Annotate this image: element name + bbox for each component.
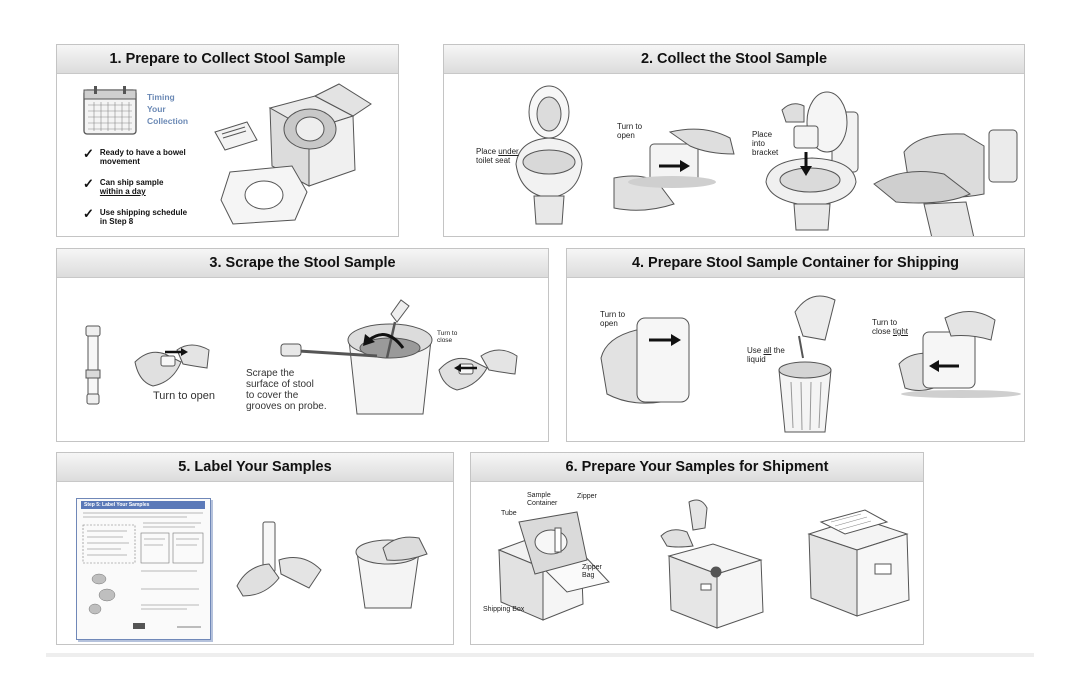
document-content-illustration (82, 512, 204, 629)
label-turn-to-close: Turn to close (437, 330, 458, 344)
checkmark-icon: ✓ (83, 176, 94, 191)
container-prep-illustration (600, 295, 1021, 433)
panel-title: 4. Prepare Stool Sample Container for Sh… (567, 249, 1024, 278)
panel-step-4: 4. Prepare Stool Sample Container for Sh… (566, 248, 1025, 442)
panel-title: 6. Prepare Your Samples for Shipment (471, 453, 923, 482)
calendar-icon (83, 86, 137, 135)
label-zipper: Zipper (577, 493, 597, 500)
label-zipper-bag: Zipper Bag (582, 564, 602, 579)
collection-illustration (515, 85, 1018, 236)
panel-body: Sample Container Zipper Tube Zipper Bag … (471, 482, 923, 644)
panel-title: 2. Collect the Stool Sample (444, 45, 1024, 74)
label-tube: Tube (501, 510, 517, 517)
panel-step-6: 6. Prepare Your Samples for Shipment (470, 452, 924, 645)
label-turn-to-open: Turn to open (617, 122, 643, 140)
footer-divider (46, 653, 1034, 657)
panel-body: Step 5: Label Your Samples (57, 482, 453, 644)
panel-step-3: 3. Scrape the Stool Sample (56, 248, 549, 442)
collection-kit-illustration (214, 83, 372, 225)
label-scrape-instructions: Scrape the surface of stool to cover the… (246, 368, 327, 412)
label-turn-to-open: Turn to open (600, 310, 626, 328)
timing-heading: Timing Your Collection (147, 92, 189, 126)
document-title: Step 5: Label Your Samples (81, 501, 205, 509)
panel-body: Timing Your Collection ✓ Ready to have a… (57, 74, 398, 236)
panel-body: Turn to open Scrape the surface of stool… (57, 278, 548, 441)
shipment-illustration (497, 499, 910, 629)
label-turn-to-close-tight: Turn to close tight (872, 318, 909, 336)
panel-body: Turn to open Use all the liquid Turn to … (567, 278, 1024, 441)
panel-step-1: 1. Prepare to Collect Stool Sample Timin… (56, 44, 399, 237)
scrape-illustration (85, 299, 518, 415)
panel-body: Place under toilet seat Turn to open Pla… (444, 74, 1024, 236)
panel-step-2: 2. Collect the Stool Sample (443, 44, 1025, 237)
checkmark-icon: ✓ (83, 206, 94, 221)
panel-title: 3. Scrape the Stool Sample (57, 249, 548, 278)
label-instructions-document: Step 5: Label Your Samples (76, 498, 211, 640)
labeling-illustration (236, 521, 428, 609)
label-shipping-box: Shipping Box (483, 606, 525, 613)
panel-title: 1. Prepare to Collect Stool Sample (57, 45, 398, 74)
label-turn-to-open: Turn to open (153, 390, 215, 402)
panel-step-5: 5. Label Your Samples Step 5: Label Your… (56, 452, 454, 645)
label-use-all-liquid: Use all the liquid (747, 346, 785, 364)
checkmark-icon: ✓ (83, 146, 94, 161)
label-sample-container: Sample Container (527, 492, 558, 507)
label-place-under: Place under toilet seat (476, 147, 519, 165)
label-place-into-bracket: Place into bracket (752, 130, 779, 157)
panel-title: 5. Label Your Samples (57, 453, 453, 482)
